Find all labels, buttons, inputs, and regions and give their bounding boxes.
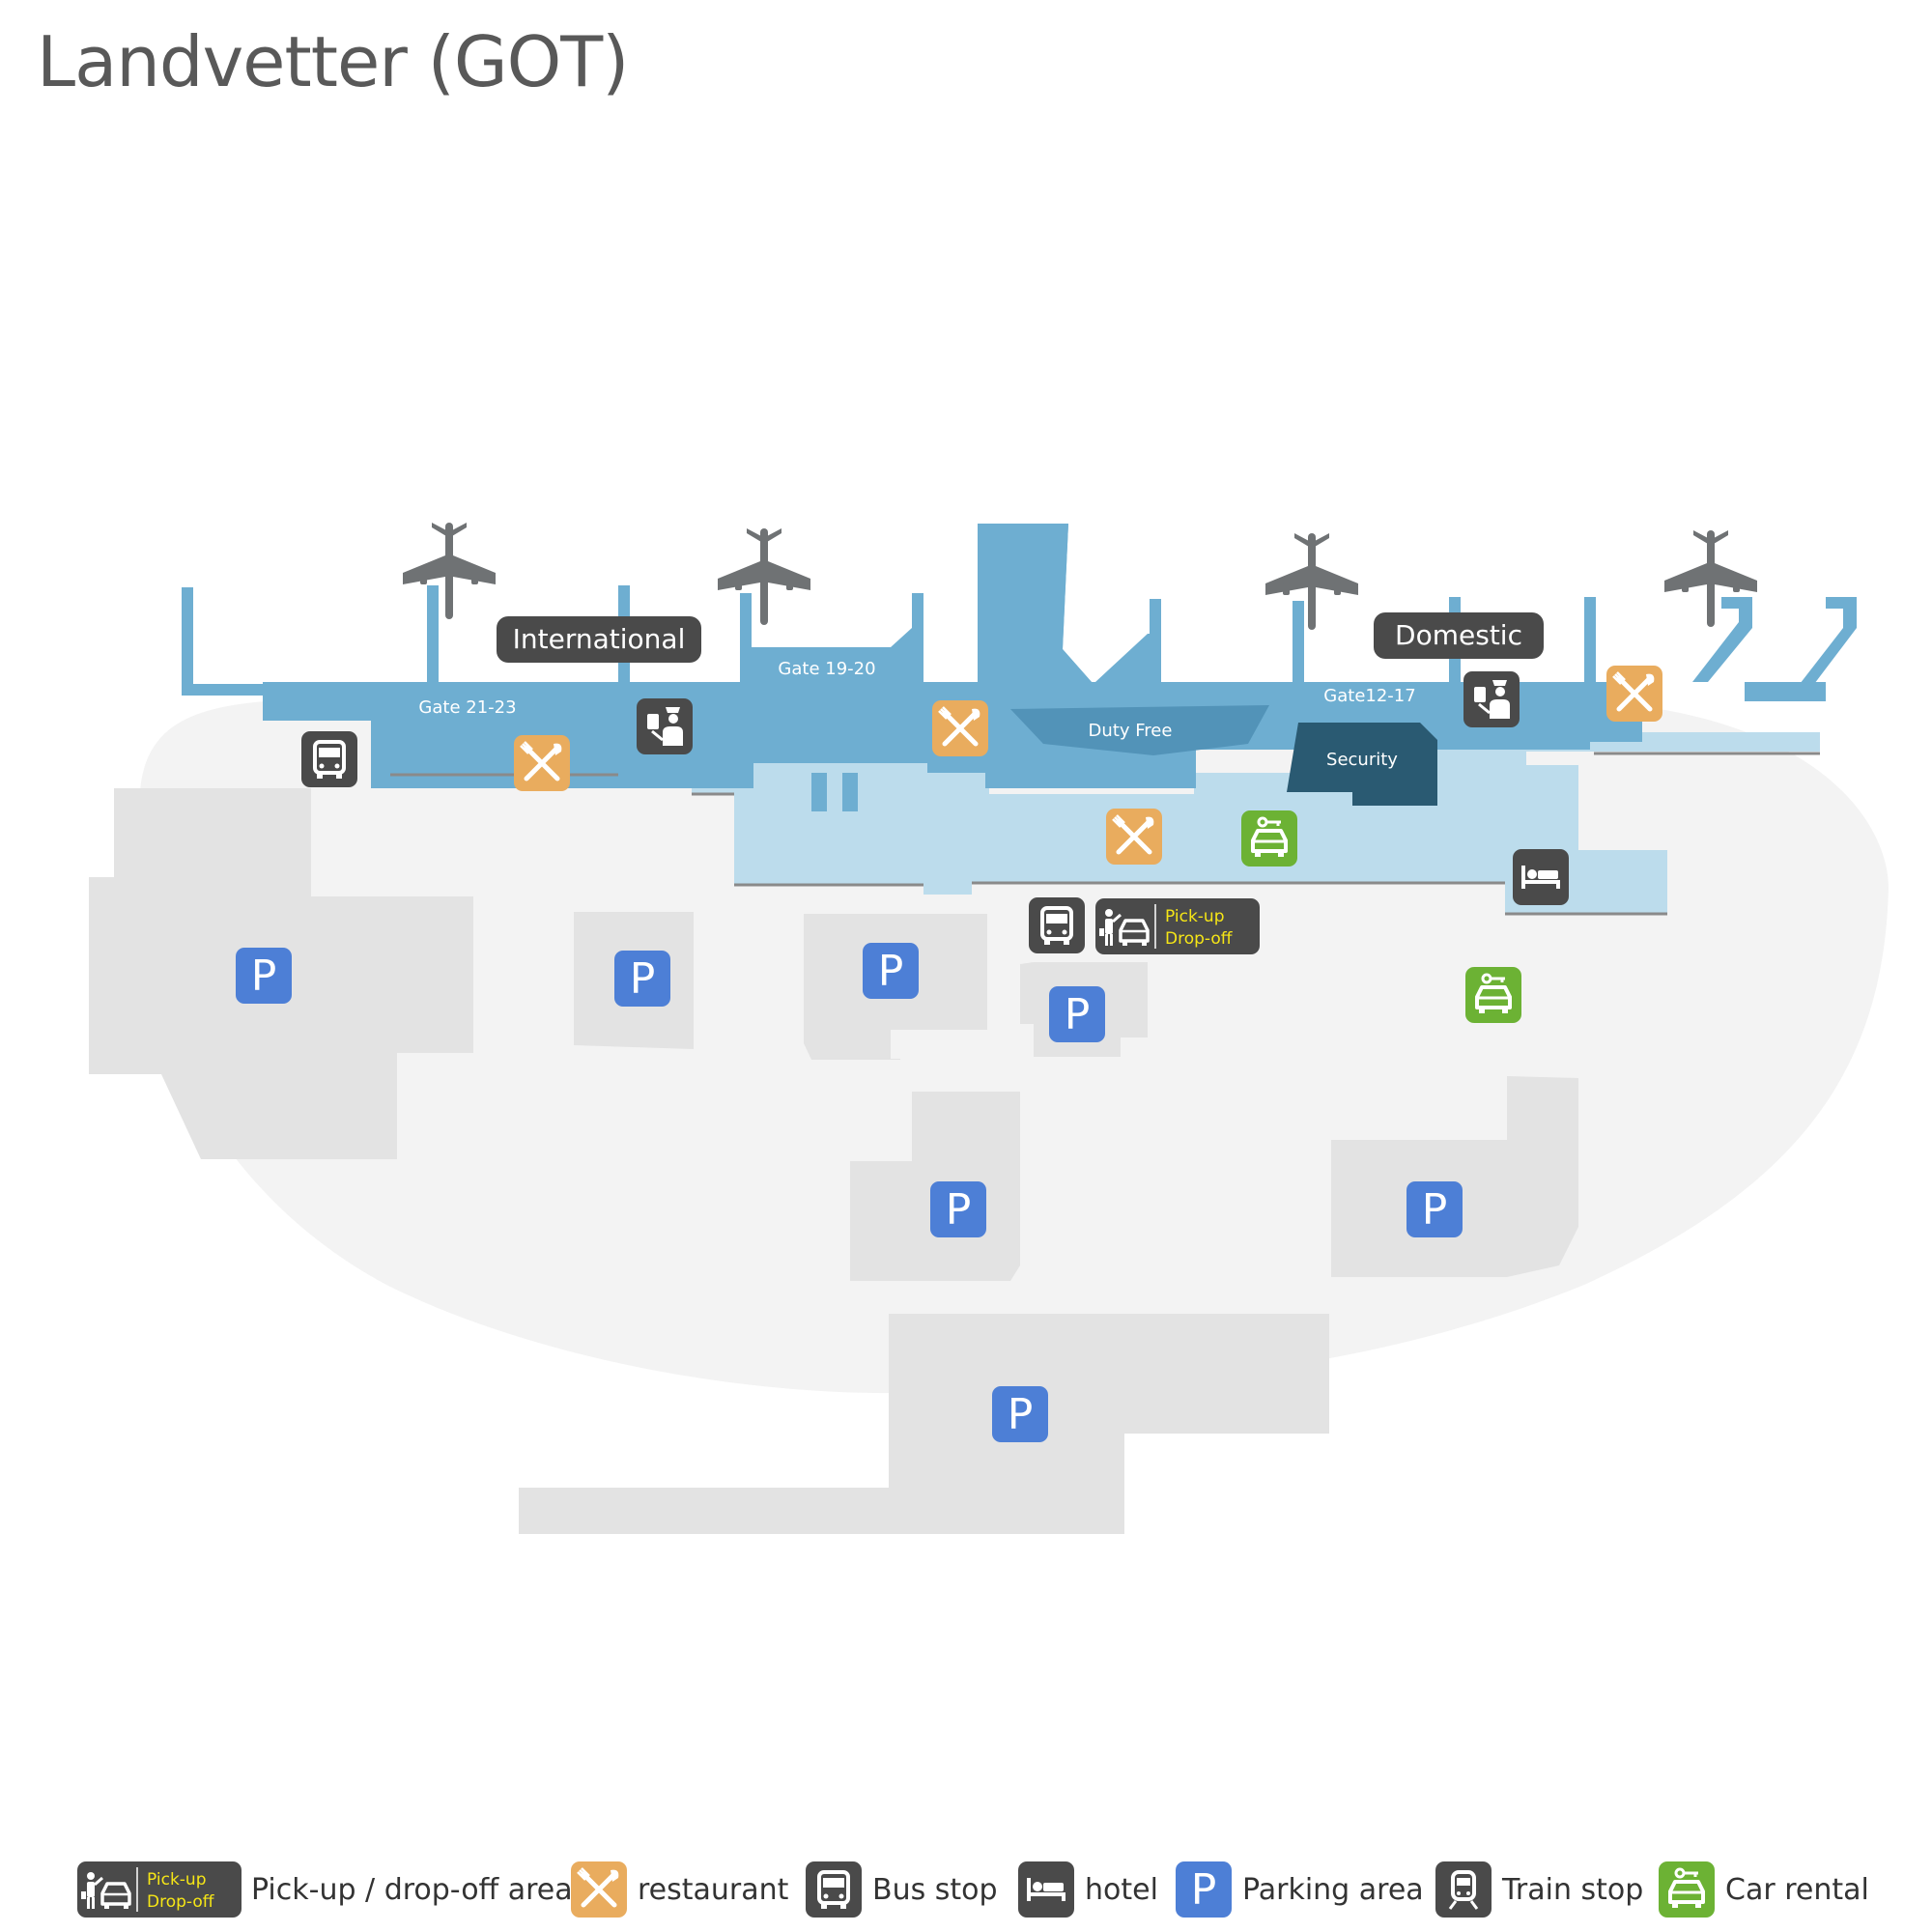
customs-officer-icon[interactable]	[635, 696, 695, 756]
security-area	[1287, 723, 1437, 806]
gate-12-17-label: Gate12-17	[1323, 686, 1415, 706]
pickup-badge-line2: Drop-off	[1165, 929, 1234, 949]
pickup-dropoff-badge[interactable]: Pick-up Drop-off	[1095, 898, 1260, 954]
domestic-badge	[1374, 612, 1544, 659]
restaurant-icon[interactable]	[514, 735, 570, 791]
legend-label-hotel: hotel	[1085, 1872, 1158, 1907]
legend-label-pickup: Pick-up / drop-off area	[251, 1872, 573, 1907]
legend-label-bus: Bus stop	[872, 1872, 998, 1907]
airplane-icon	[1265, 533, 1358, 630]
svg-text:Pick-up: Pick-up	[147, 1870, 207, 1889]
legend-item-pickup: Pick-up Drop-off Pick-up / drop-off area	[77, 1860, 573, 1919]
international-label: International	[513, 623, 686, 655]
parking-icon[interactable]	[930, 1181, 986, 1237]
legend-label-parking: Parking area	[1242, 1872, 1424, 1907]
car-key-icon	[1658, 1861, 1716, 1918]
legend-item-train: Train stop	[1435, 1860, 1643, 1919]
train-icon	[1435, 1861, 1492, 1918]
airport-map: P	[89, 523, 1889, 1534]
domestic-label: Domestic	[1395, 619, 1522, 651]
legend-item-parking: Parking area	[1175, 1860, 1424, 1919]
security-label: Security	[1326, 750, 1398, 770]
airplane-icon	[718, 528, 810, 625]
parking-icon	[1176, 1861, 1232, 1918]
car-rental-icon[interactable]	[1239, 809, 1299, 868]
legend-label-restaurant: restaurant	[638, 1872, 789, 1907]
legend-item-bus: Bus stop	[805, 1860, 998, 1919]
bed-icon	[1018, 1861, 1074, 1918]
bus-stop-icon[interactable]	[1027, 895, 1087, 955]
legend: Pick-up Drop-off Pick-up / drop-off area…	[77, 1860, 1874, 1927]
airplane-icon	[403, 523, 496, 619]
restaurant-icon[interactable]	[932, 700, 988, 756]
legend-item-restaurant: restaurant	[570, 1860, 788, 1919]
page-title: Landvetter (GOT)	[37, 21, 629, 102]
central-pier	[978, 524, 1092, 682]
international-badge	[497, 616, 701, 663]
parking-icon[interactable]	[992, 1386, 1048, 1442]
parking-icon[interactable]	[863, 943, 919, 999]
gate-21-23-label: Gate 21-23	[418, 697, 516, 718]
duty-free-label: Duty Free	[1089, 721, 1173, 741]
legend-label-car-rental: Car rental	[1725, 1872, 1869, 1907]
terminal-edges	[390, 752, 1820, 916]
svg-text:Drop-off: Drop-off	[147, 1892, 215, 1912]
bus-icon	[805, 1861, 863, 1918]
parking-icon[interactable]	[236, 948, 292, 1004]
parking-icon[interactable]	[1406, 1181, 1463, 1237]
pickup-badge-line1: Pick-up	[1165, 907, 1225, 926]
restaurant-icon[interactable]	[1606, 666, 1662, 722]
legend-item-car-rental: Car rental	[1658, 1860, 1869, 1919]
bus-stop-icon[interactable]	[299, 729, 359, 789]
restaurant-icon[interactable]	[1106, 809, 1162, 865]
gate-19-20-label: Gate 19-20	[778, 659, 875, 679]
customs-officer-icon[interactable]	[1462, 669, 1521, 729]
fork-knife-icon	[570, 1861, 628, 1918]
legend-item-hotel: hotel	[1017, 1860, 1158, 1919]
duty-free-area	[1010, 705, 1269, 755]
legend-label-train: Train stop	[1502, 1872, 1644, 1907]
parking-icon[interactable]	[614, 951, 670, 1007]
hotel-icon[interactable]	[1513, 849, 1569, 905]
parking-icon[interactable]	[1049, 986, 1105, 1042]
car-rental-icon[interactable]	[1463, 965, 1523, 1025]
pickup-dropoff-legend-icon: Pick-up Drop-off	[77, 1861, 242, 1918]
